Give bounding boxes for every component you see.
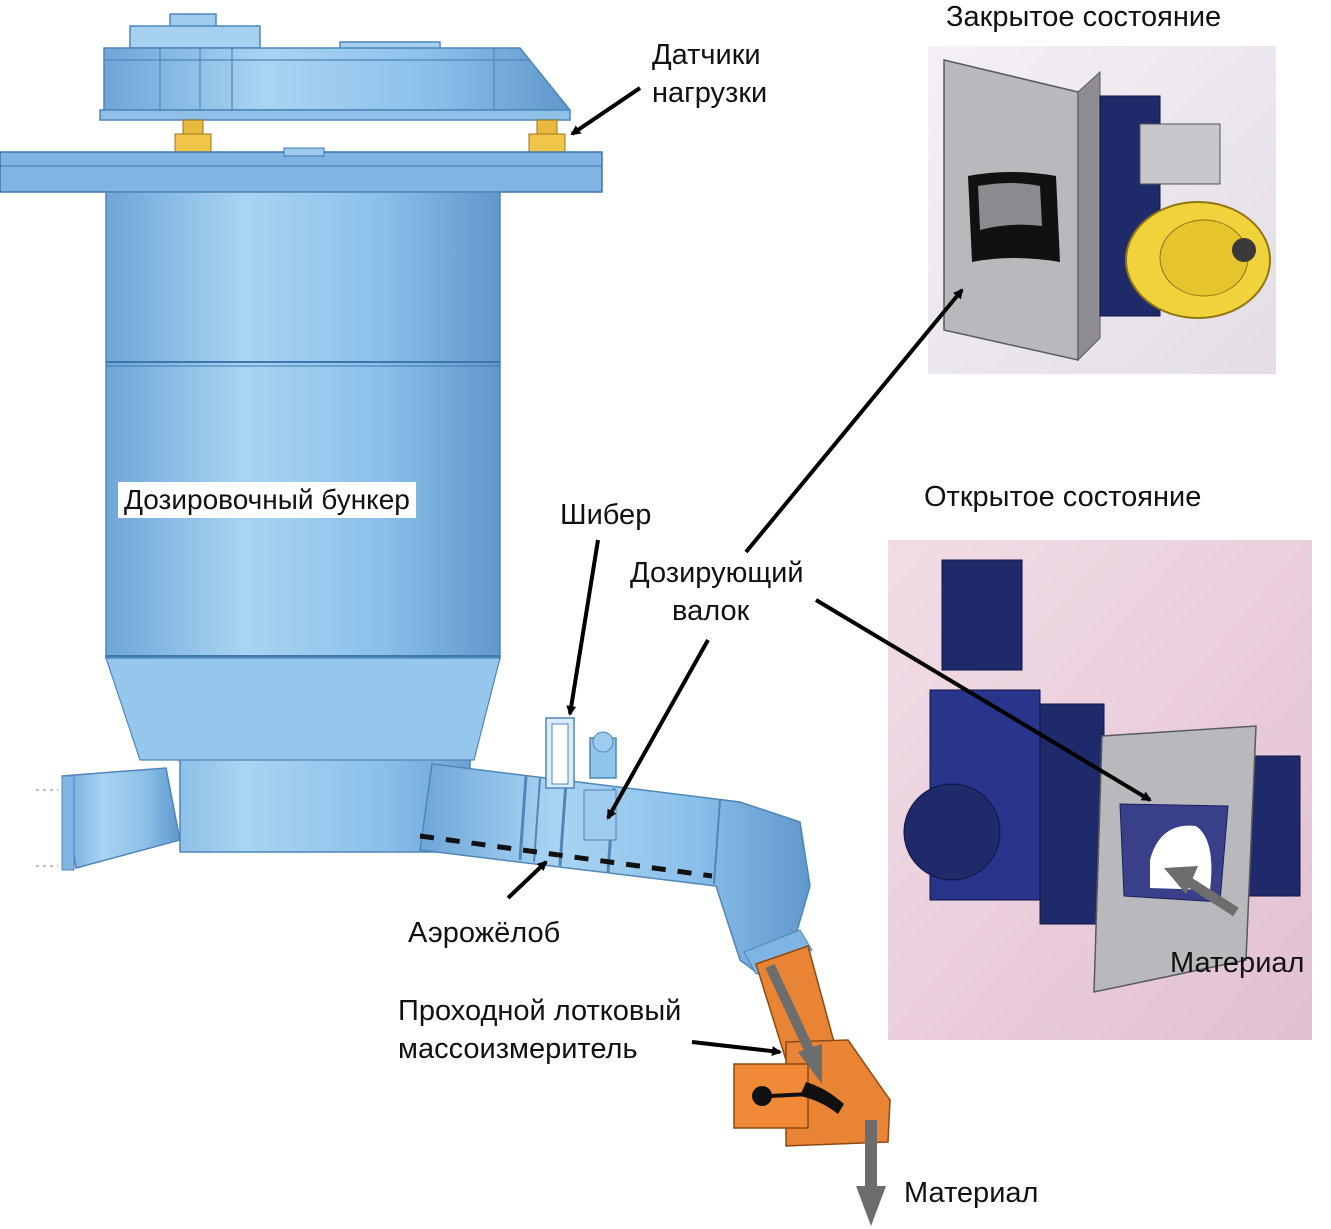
hopper-top	[99, 13, 572, 121]
load-sensor-left	[174, 119, 212, 153]
label-metering-roller-line2: валок	[672, 595, 750, 627]
load-sensor-right	[528, 119, 566, 153]
arrow-gate	[566, 539, 600, 716]
arrow-roller	[606, 639, 710, 820]
label-flowmeter-line1: Проходной лотковый	[398, 995, 682, 1027]
arrow-load-sensors	[570, 86, 642, 136]
label-hopper: Дозировочный бункер	[118, 482, 416, 518]
flowmeter-body	[733, 945, 891, 1226]
label-closed-state: Закрытое состояние	[946, 1, 1222, 33]
label-open-state: Открытое состояние	[924, 481, 1202, 513]
side-outlet-pipe	[36, 767, 181, 871]
label-gate: Шибер	[560, 499, 652, 531]
label-flowmeter-line2: массоизмеритель	[398, 1033, 638, 1065]
label-load-sensors-line1: Датчики	[652, 39, 761, 71]
label-metering-roller-line1: Дозирующий	[630, 557, 804, 589]
closed-state-photo	[928, 46, 1276, 374]
support-beam	[0, 147, 603, 193]
arrow-open-photo	[814, 598, 1152, 802]
label-material-output: Материал	[904, 1177, 1039, 1209]
label-aeroslide: Аэрожёлоб	[408, 917, 561, 949]
arrow-aeroslide	[506, 860, 548, 900]
label-material-photo: Материал	[1170, 947, 1305, 979]
aeroslide-body	[419, 717, 813, 992]
hopper-body	[104, 191, 501, 853]
label-load-sensors-line2: нагрузки	[652, 77, 768, 109]
arrow-flowmeter	[691, 1040, 782, 1057]
pointer-arrows	[506, 86, 1152, 1057]
arrow-closed-photo	[744, 288, 964, 554]
